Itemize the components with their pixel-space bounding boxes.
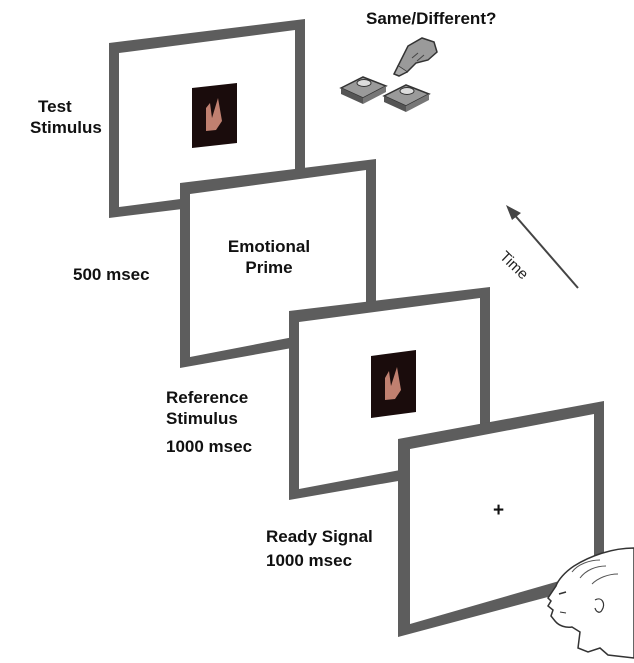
emotional-prime-label: Emotional Prime (224, 236, 314, 278)
test-stimulus-label: Test Stimulus (30, 96, 102, 138)
response-button-icon (339, 76, 388, 104)
test-stimulus-frame (109, 19, 305, 218)
question-label: Same/Different? (366, 9, 497, 28)
test-stimulus-label-line: Test (38, 97, 72, 116)
emotional-prime-label-line: Prime (245, 258, 293, 277)
ready-signal-frame (398, 401, 604, 637)
hand-pressing-button-icon (392, 37, 438, 77)
ready-signal-duration: 1000 msec (266, 551, 353, 570)
response-button-icon (382, 84, 431, 112)
observer-head-icon (547, 547, 634, 659)
reference-stimulus-label: Reference Stimulus (166, 387, 248, 429)
reference-stimulus-label-line: Stimulus (166, 409, 238, 428)
emotional-prime-label-line: Emotional (227, 237, 311, 256)
reference-stimulus-duration: 1000 msec (166, 437, 253, 456)
arrow-icon (506, 205, 579, 289)
emotional-prime-duration: 500 msec (73, 265, 150, 284)
reference-stimulus-label-line: Reference (166, 388, 249, 407)
ready-signal-label: Ready Signal (266, 527, 373, 546)
fixation-cross: + (493, 500, 505, 521)
test-stimulus-label-line: Stimulus (30, 118, 102, 137)
